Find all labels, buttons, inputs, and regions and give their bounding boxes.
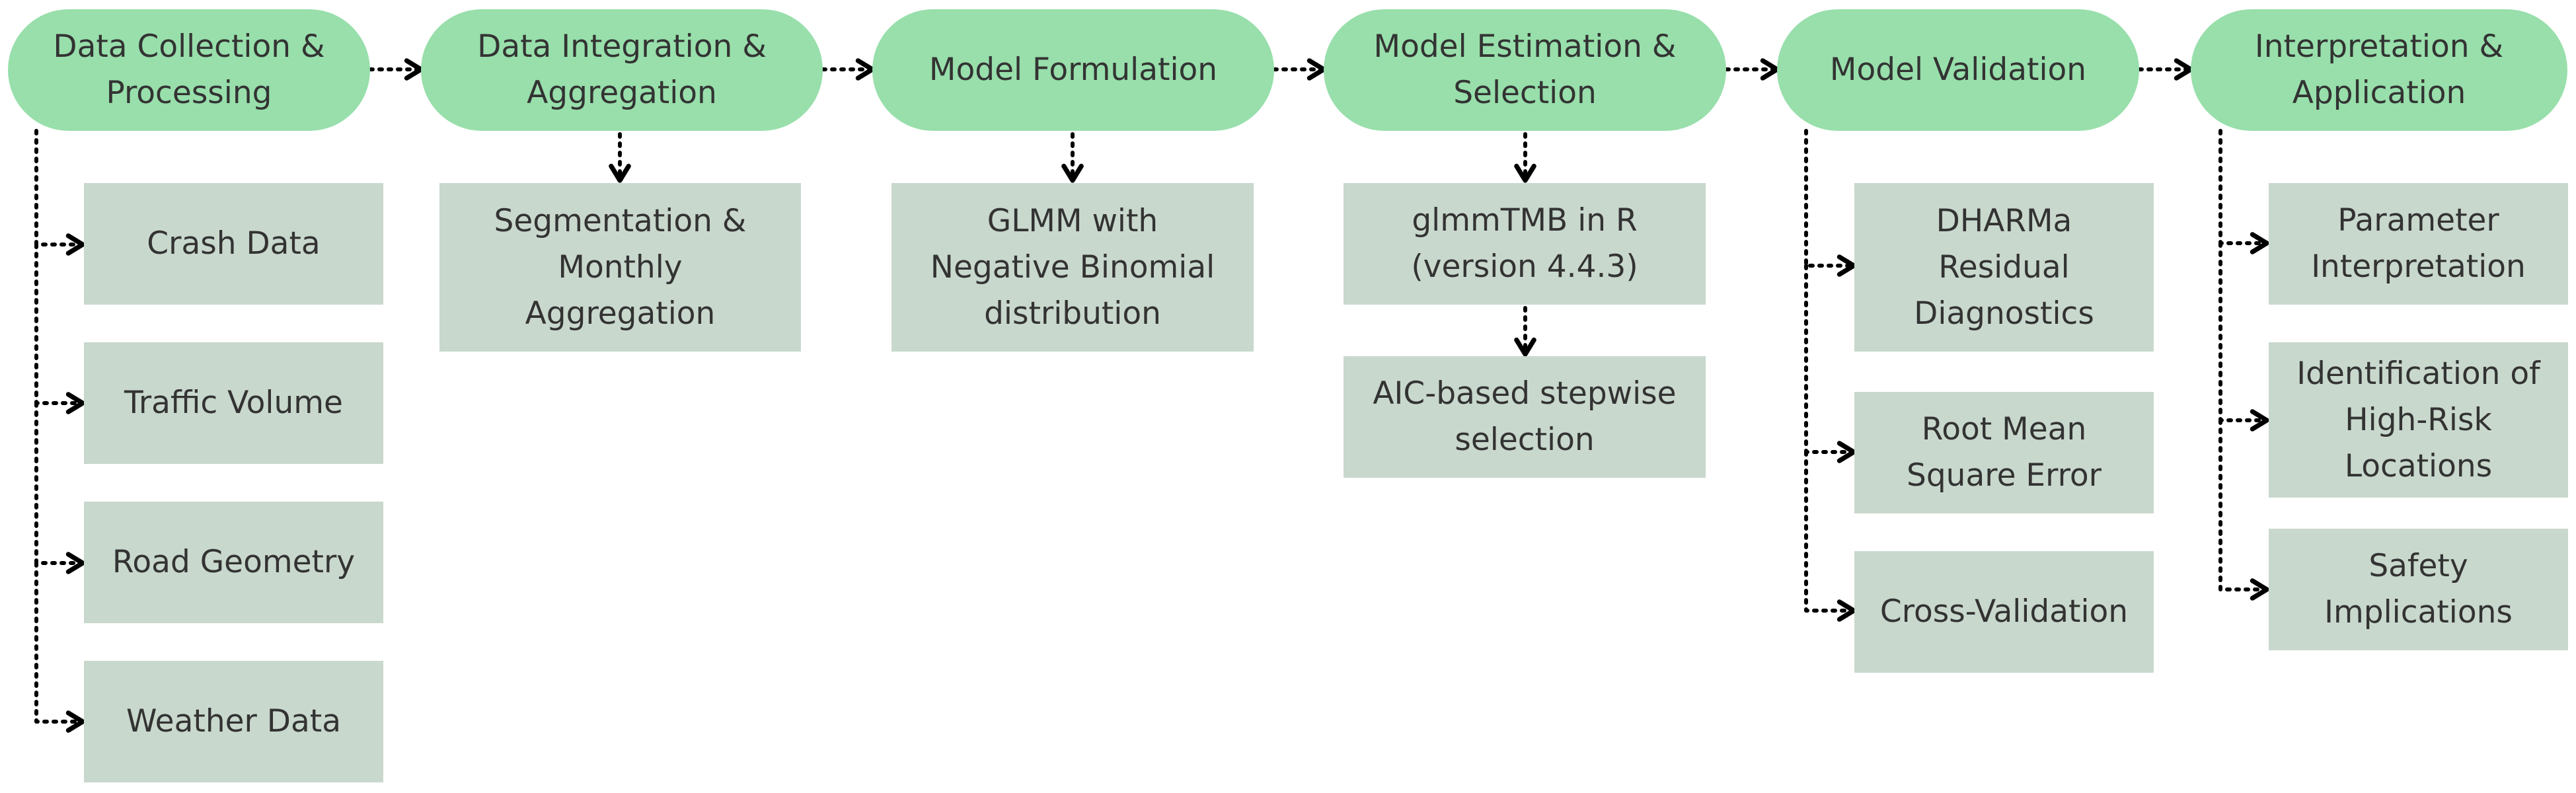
detail-label: Safety Implications	[2324, 548, 2513, 630]
detail-label: Weather Data	[126, 703, 342, 739]
arrow-to-rmse	[1804, 264, 1856, 463]
stage-model-formulation: Model Formulation	[872, 9, 1274, 131]
arrow-to-traffic-volume	[34, 243, 85, 414]
detail-traffic-volume: Traffic Volume	[84, 342, 383, 464]
detail-label: Root Mean Square Error	[1907, 411, 2102, 494]
detail-segmentation-aggregation: Segmentation & Monthly Aggregation	[439, 183, 801, 352]
detail-dharma-diagnostics: DHARMa Residual Diagnostics	[1854, 183, 2154, 352]
stage-data-collection: Data Collection & Processing	[8, 9, 370, 131]
arrow-to-dharma	[1804, 129, 1856, 277]
detail-label: Cross-Validation	[1879, 593, 2129, 630]
stage-label: Interpretation & Application	[2254, 28, 2504, 111]
detail-crash-data: Crash Data	[84, 183, 383, 305]
stage-label: Data Integration & Aggregation	[477, 28, 767, 111]
stage-label: Model Validation	[1829, 52, 2087, 88]
detail-label: Segmentation & Monthly Aggregation	[494, 202, 747, 332]
stage-label: Model Estimation & Selection	[1373, 28, 1677, 111]
detail-rmse: Root Mean Square Error	[1854, 392, 2154, 513]
arrow-to-safety-implications	[2218, 418, 2269, 601]
detail-cross-validation: Cross-Validation	[1854, 551, 2154, 673]
detail-label: Road Geometry	[112, 544, 356, 580]
detail-glmmtmb: glmmTMB in R (version 4.4.3)	[1344, 183, 1706, 305]
detail-label: Identification of High-Risk Locations	[2296, 355, 2540, 484]
arrow-to-high-risk-locations	[2218, 241, 2269, 432]
detail-weather-data: Weather Data	[84, 661, 383, 782]
detail-label: GLMM with Negative Binomial distribution	[930, 202, 1215, 332]
detail-label: DHARMa Residual Diagnostics	[1914, 202, 2094, 332]
arrow-to-road-geometry	[34, 401, 85, 574]
stage-label: Data Collection & Processing	[53, 28, 325, 111]
detail-glmm-negative-binomial: GLMM with Negative Binomial distribution	[891, 183, 1254, 352]
detail-label: Traffic Volume	[124, 385, 343, 421]
stage-model-estimation: Model Estimation & Selection	[1324, 9, 1726, 131]
detail-parameter-interpretation: Parameter Interpretation	[2269, 183, 2568, 305]
stage-interpretation: Interpretation & Application	[2191, 9, 2567, 131]
arrow-to-cross-validation	[1804, 450, 1856, 622]
detail-label: Parameter Interpretation	[2311, 202, 2526, 285]
detail-aic-stepwise: AIC-based stepwise selection	[1344, 356, 1706, 478]
stage-label: Model Formulation	[928, 52, 1218, 88]
stage-model-validation: Model Validation	[1777, 9, 2139, 131]
arrow-to-weather-data	[34, 561, 85, 733]
arrow-to-parameter-interpretation	[2218, 129, 2269, 254]
detail-high-risk-locations: Identification of High-Risk Locations	[2269, 342, 2568, 498]
arrow-to-crash-data	[34, 129, 85, 256]
stage-data-integration: Data Integration & Aggregation	[421, 9, 823, 131]
detail-safety-implications: Safety Implications	[2269, 529, 2568, 650]
detail-label: glmmTMB in R (version 4.4.3)	[1411, 202, 1638, 285]
detail-road-geometry: Road Geometry	[84, 502, 383, 623]
detail-label: Crash Data	[147, 225, 321, 262]
detail-label: AIC-based stepwise selection	[1373, 375, 1677, 458]
